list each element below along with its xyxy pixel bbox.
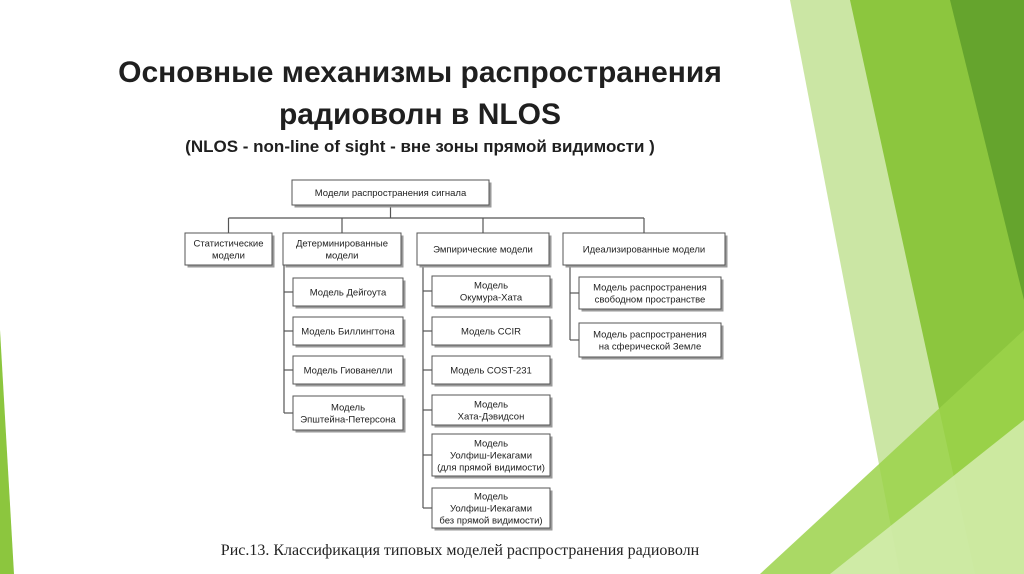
box-label-line: без прямой видимости)	[439, 516, 542, 527]
box-frame	[292, 355, 404, 385]
box-frame	[562, 232, 726, 266]
box-label-line: Модель	[474, 439, 508, 450]
box-frame	[292, 395, 404, 431]
page-title-line2: радиоволн в NLOS	[278, 98, 562, 131]
diagram-box-cat-idealized: Идеализированные модели	[562, 232, 728, 268]
box-label-line: Модель Гиованелли	[304, 366, 393, 377]
diagram-box-m-giovanelli: Модель Гиованелли	[292, 355, 406, 387]
box-label-line: Модели распространения сигнала	[315, 188, 467, 199]
box-label-line: Модель CCIR	[461, 327, 521, 338]
box-frame	[292, 316, 404, 346]
box-label-line: на сферической Земле	[599, 342, 701, 353]
box-frame	[578, 276, 722, 310]
box-frame	[431, 487, 551, 529]
box-frame	[292, 277, 404, 307]
diagram-box-m-ccir: Модель CCIR	[431, 316, 553, 348]
box-label-line: Уолфиш-Иекагами	[450, 504, 532, 515]
box-label-line: модели	[212, 251, 245, 262]
box-label-line: Уолфиш-Иекагами	[450, 451, 532, 462]
diagram-box-cat-empirical: Эмпирические модели	[416, 232, 552, 268]
box-label-line: Хата-Дэвидсон	[458, 412, 525, 423]
box-label-line: Статистические	[194, 239, 264, 250]
diagram-box-root: Модели распространения сигнала	[291, 179, 492, 208]
green-shape-left	[0, 330, 14, 574]
green-shape-pale	[830, 420, 1024, 574]
box-label-line: свободном пространстве	[595, 295, 706, 306]
box-label-line: Модель распространения	[593, 330, 707, 341]
box-label-line: Модель Дейгоута	[310, 288, 387, 299]
box-label-line: Эмпирические модели	[433, 245, 533, 256]
box-label-line: Модель	[474, 492, 508, 503]
box-label-line: Идеализированные модели	[583, 245, 705, 256]
page-title-line1: Основные механизмы распространения	[118, 56, 722, 89]
box-label-line: Модель	[474, 400, 508, 411]
figure-caption: Рис.13. Классификация типовых моделей ра…	[220, 542, 700, 559]
box-frame	[291, 179, 490, 206]
box-label-line: Модель распространения	[593, 283, 707, 294]
box-frame	[431, 275, 551, 307]
diagram-box-m-cost231: Модель COST-231	[431, 355, 553, 387]
diagram-box-m-deygout: Модель Дейгоута	[292, 277, 406, 309]
box-label-line: модели	[326, 251, 359, 262]
box-label-line: Эпштейна-Петерсона	[300, 415, 396, 426]
box-frame	[184, 232, 273, 266]
box-label-line: Модель COST-231	[450, 366, 532, 377]
box-label-line: Модель	[474, 281, 508, 292]
diagram-connectors	[227, 205, 645, 509]
box-frame	[578, 322, 722, 358]
box-frame	[416, 232, 550, 266]
box-label-line: Окумура-Хата	[460, 293, 523, 304]
box-label-line: Модель Биллингтона	[301, 327, 395, 338]
box-label-line: (для прямой видимости)	[437, 463, 545, 474]
box-label-line: Детерминированные	[296, 239, 388, 250]
diagram-box-m-bullington: Модель Биллингтона	[292, 316, 406, 348]
box-frame	[431, 316, 551, 346]
page-subtitle: (NLOS - non-line of sight - вне зоны пря…	[185, 137, 655, 156]
box-frame	[431, 433, 551, 477]
diagram-boxes: Модели распространения сигналаСтатистиче…	[184, 179, 728, 531]
green-shape-dark	[950, 0, 1024, 300]
box-frame	[431, 355, 551, 385]
box-frame	[282, 232, 402, 266]
box-frame	[431, 394, 551, 426]
box-label-line: Модель	[331, 403, 365, 414]
